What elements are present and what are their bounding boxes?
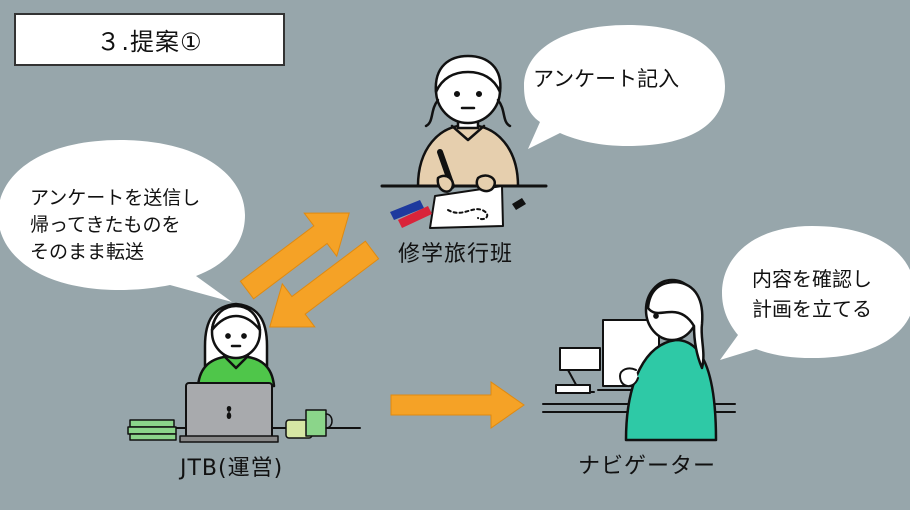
slide-title: ３.提案①: [14, 13, 285, 66]
bubble-survey: [524, 25, 725, 149]
bubble-plan: [720, 226, 910, 360]
arrow-to-jtb: [269, 240, 380, 328]
bubble-forward-text: アンケートを送信し 帰ってきたものを そのまま転送: [30, 187, 201, 263]
markers-icon: [390, 198, 526, 228]
bubble-forward: [0, 140, 245, 302]
bubble-plan-text: 内容を確認し 計画を立てる: [752, 267, 872, 321]
arrow-to-navigator: [390, 381, 525, 429]
label-navigator: ナビゲーター: [578, 454, 717, 479]
navigator-figure: [542, 278, 736, 442]
label-jtb: JTB(運営): [180, 456, 284, 481]
arrow-to-students: [239, 212, 350, 300]
jtb-figure: [127, 302, 361, 443]
bubble-survey-text: アンケート記入: [533, 67, 680, 91]
student-figure: [380, 54, 548, 229]
label-students: 修学旅行班: [398, 242, 514, 267]
